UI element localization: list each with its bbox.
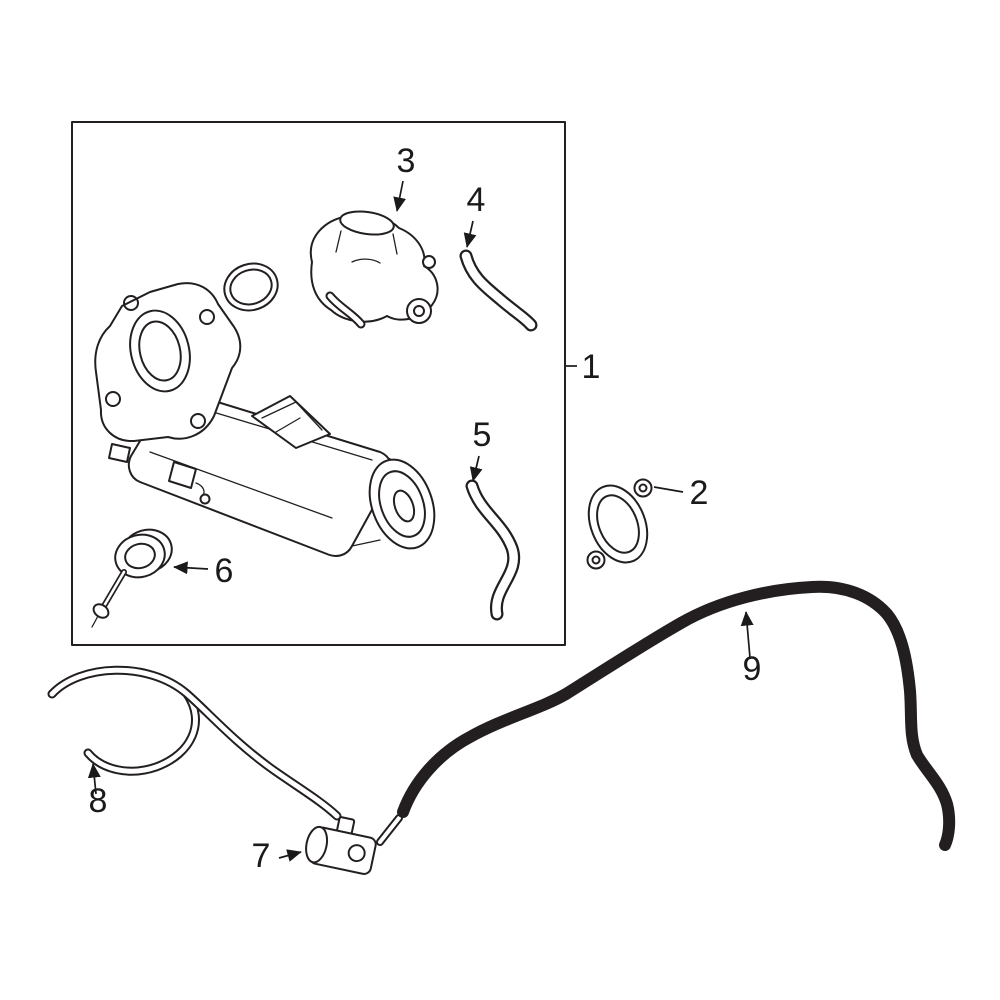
check-valve-flange xyxy=(305,825,329,864)
callout-6-label[interactable]: 6 xyxy=(215,552,234,590)
assembly-box-frame xyxy=(71,121,566,646)
vacuum-hose-hook-outer xyxy=(83,689,200,776)
callout-2-label[interactable]: 2 xyxy=(690,474,709,512)
gasket-ring-small[interactable] xyxy=(218,257,284,317)
cooler-top-bracket xyxy=(251,395,331,449)
actuator-rod-inner xyxy=(102,570,126,608)
check-valve-port xyxy=(347,844,366,863)
flange-bolt-hole xyxy=(123,295,139,311)
egr-valve-cap xyxy=(339,210,395,236)
callout-7[interactable]: 7 xyxy=(252,837,302,875)
vacuum-actuator[interactable] xyxy=(91,524,177,628)
gasket-tab-top-hole xyxy=(638,483,648,493)
callout-8-leader xyxy=(87,763,101,795)
gasket-tab-top xyxy=(633,478,653,498)
cooler-top-bracket-lines xyxy=(261,401,323,433)
egr-valve-port xyxy=(406,298,432,324)
lower-hose-inner xyxy=(467,481,518,619)
cooler-right-flange-outer xyxy=(368,458,436,550)
vacuum-hose-hook-inner xyxy=(85,691,198,774)
gasket-ring-inner xyxy=(229,268,273,306)
flange-port-outer xyxy=(129,309,191,393)
callout-8[interactable]: 8 xyxy=(87,763,108,820)
cooler-bottom-bracket xyxy=(168,461,197,489)
gasket-tab-bottom-hole xyxy=(591,555,601,565)
egr-valve-cap-lines xyxy=(335,230,398,264)
gasket-inner xyxy=(596,494,640,554)
flange-bolt-hole xyxy=(105,391,121,407)
callout-1-label[interactable]: 1 xyxy=(582,348,601,386)
callout-3-leader xyxy=(393,180,407,212)
check-valve-connector xyxy=(376,814,403,846)
callout-4-leader xyxy=(463,220,477,248)
callout-6-leader xyxy=(173,561,209,575)
vacuum-hose-highlighted[interactable] xyxy=(397,580,956,851)
callout-1[interactable]: 1 xyxy=(566,348,600,386)
cooler-right-flange-hole xyxy=(392,489,416,523)
egr-valve-knob xyxy=(422,255,436,269)
callout-2-leader xyxy=(653,486,684,493)
callout-8-label[interactable]: 8 xyxy=(89,782,108,820)
callout-9[interactable]: 9 xyxy=(740,611,762,688)
callout-4[interactable]: 4 xyxy=(463,181,486,248)
vacuum-hose[interactable] xyxy=(47,665,342,821)
callout-9-label[interactable]: 9 xyxy=(743,650,762,688)
callout-9-leader xyxy=(740,611,754,659)
actuator-can-face xyxy=(124,542,156,570)
egr-valve-stub-tube-inner xyxy=(327,293,364,327)
callout-6[interactable]: 6 xyxy=(173,552,234,590)
highlight-hose-core xyxy=(399,583,953,849)
callout-2[interactable]: 2 xyxy=(653,474,709,512)
actuator-rod-tip xyxy=(91,615,99,628)
callout-7-leader xyxy=(278,849,302,862)
check-valve[interactable] xyxy=(303,811,380,875)
gasket-ring-outer xyxy=(223,262,279,312)
upper-hose-inner xyxy=(461,251,536,330)
vacuum-hose-main-inner xyxy=(49,667,340,819)
egr-mounting-flange[interactable] xyxy=(94,282,242,443)
flange-bolt-hole xyxy=(199,309,215,325)
callout-3-label[interactable]: 3 xyxy=(397,142,416,180)
check-valve-connector-inner xyxy=(378,816,401,844)
actuator-can-front xyxy=(114,533,166,579)
egr-valve-port-hole xyxy=(413,305,425,317)
gasket-outer xyxy=(587,484,649,564)
flange-port-inner xyxy=(138,320,182,382)
callout-7-label[interactable]: 7 xyxy=(252,837,271,875)
flange-bolt-hole xyxy=(190,413,206,429)
callout-5-leader xyxy=(469,455,483,482)
cooler-bottom-clip xyxy=(199,493,211,505)
cooler-left-tab xyxy=(108,443,131,463)
callout-5[interactable]: 5 xyxy=(469,416,492,482)
egr-gasket[interactable] xyxy=(578,477,658,571)
gasket-tab-bottom xyxy=(586,550,606,570)
callout-4-label[interactable]: 4 xyxy=(467,181,486,219)
egr-valve[interactable] xyxy=(309,208,439,329)
lower-hose[interactable] xyxy=(465,479,521,621)
callout-5-label[interactable]: 5 xyxy=(473,416,492,454)
upper-hose[interactable] xyxy=(459,249,538,332)
cooler-right-flange-inner xyxy=(378,470,426,538)
callout-3[interactable]: 3 xyxy=(393,142,416,212)
